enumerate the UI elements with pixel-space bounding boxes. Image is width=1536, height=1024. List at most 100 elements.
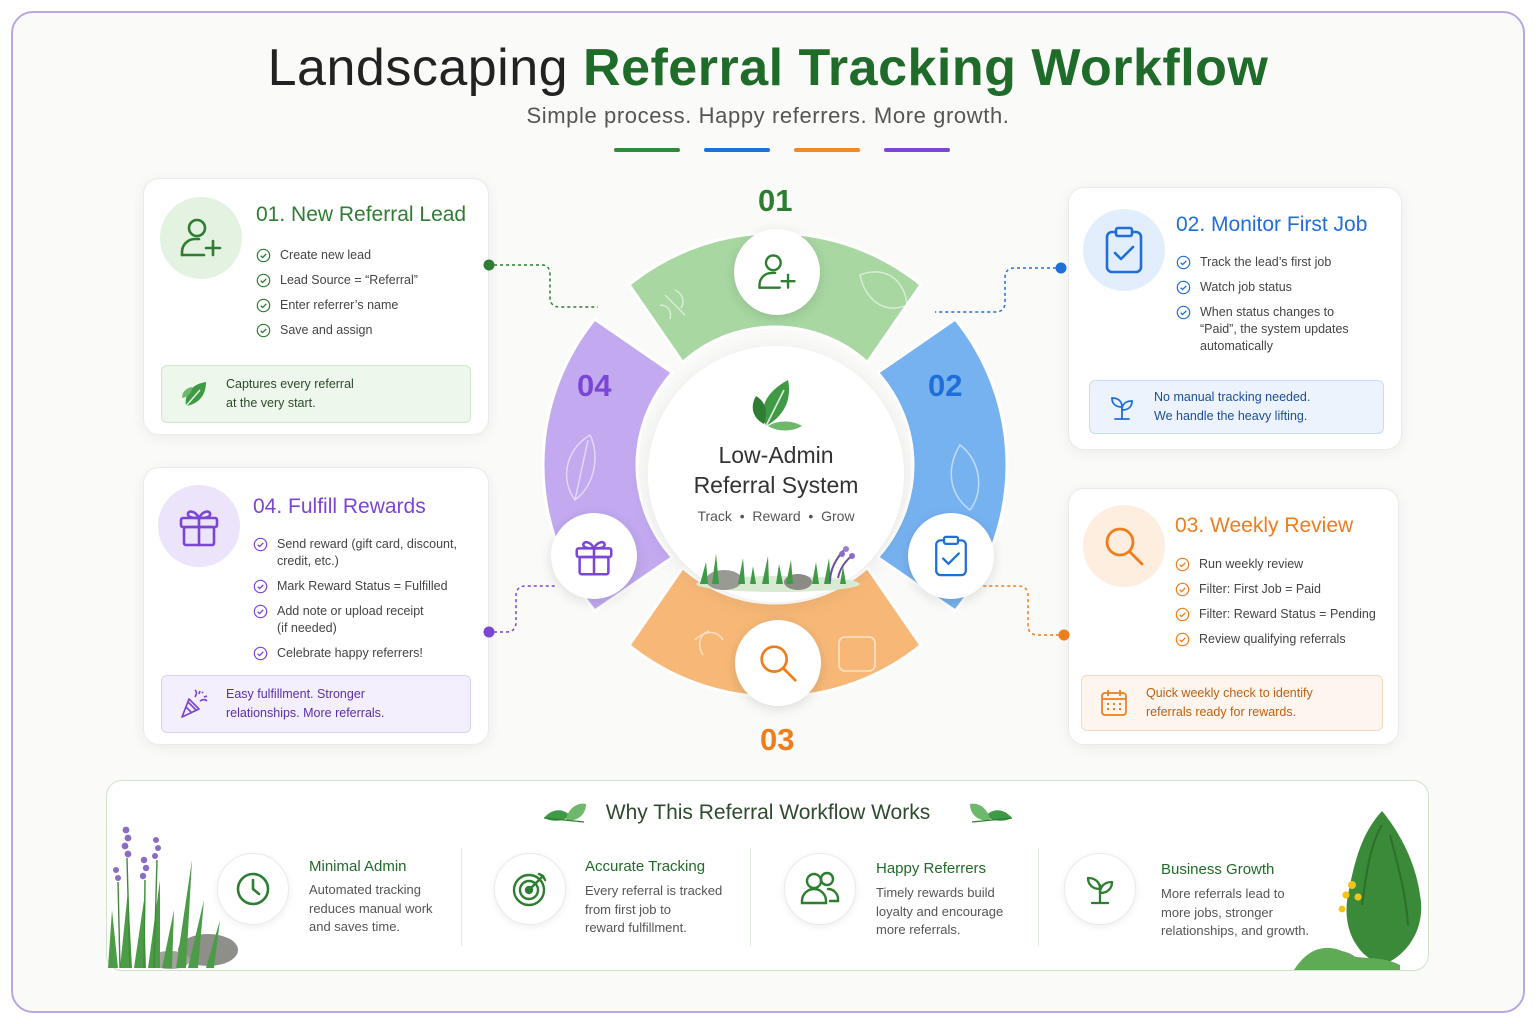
list-item: Run weekly review <box>1175 556 1376 573</box>
check-circle-icon <box>1175 557 1190 572</box>
step-number-03: 03 <box>760 722 795 757</box>
step3-title: 03. Weekly Review <box>1175 514 1354 537</box>
step2-note: No manual tracking needed. We handle the… <box>1089 380 1384 434</box>
step4-note: Easy fulfillment. Stronger relationships… <box>161 675 471 733</box>
check-circle-icon <box>256 298 271 313</box>
step1-title: 01. New Referral Lead <box>256 203 467 226</box>
title-light-part: Landscaping <box>267 39 569 97</box>
accent-dash-green <box>614 148 680 152</box>
check-circle-icon <box>253 537 268 552</box>
center-tagline: Track • Reward • Grow <box>697 508 855 524</box>
plant-icon <box>1064 853 1136 925</box>
list-item: Celebrate happy referrers! <box>253 645 457 662</box>
list-item: Enter referrer’s name <box>256 297 418 314</box>
check-circle-icon <box>253 579 268 594</box>
clipboard-check-icon <box>1083 209 1165 291</box>
accent-dash-purple <box>884 148 950 152</box>
users-icon <box>784 853 856 925</box>
step4-note-line1: Easy fulfillment. Stronger <box>226 687 365 701</box>
target-icon <box>494 853 566 925</box>
step3-card: 03. Weekly Review Run weekly review Filt… <box>1068 488 1399 745</box>
clipboard-check-icon <box>908 513 994 599</box>
magnifier-icon <box>735 620 821 706</box>
list-item: Add note or upload receipt(if needed) <box>253 603 457 637</box>
leaf-icon <box>182 382 206 407</box>
step2-note-line2: We handle the heavy lifting. <box>1154 409 1308 423</box>
check-circle-icon <box>253 646 268 661</box>
check-circle-icon <box>1175 607 1190 622</box>
center-title: Low-Admin Referral System <box>693 442 859 498</box>
list-item: Review qualifying referrals <box>1175 631 1376 648</box>
check-circle-icon <box>1176 305 1191 320</box>
step1-checklist: Create new lead Lead Source = “Referral”… <box>256 247 418 347</box>
step4-note-line2: relationships. More referrals. <box>226 706 385 720</box>
step-number-02: 02 <box>928 368 963 403</box>
divider <box>1038 848 1039 946</box>
step4-checklist: Send reward (gift card, discount,credit,… <box>253 536 457 670</box>
list-item: Create new lead <box>256 247 418 264</box>
sprout-icon <box>1111 397 1133 420</box>
step2-card: 02. Monitor First Job Track the lead’s f… <box>1068 187 1402 450</box>
connector-step3 <box>980 585 1070 641</box>
check-circle-icon <box>256 248 271 263</box>
leaf-sprig-left-icon <box>543 803 586 823</box>
list-item: Send reward (gift card, discount,credit,… <box>253 536 457 570</box>
connector-step2 <box>935 262 1067 313</box>
step2-note-line1: No manual tracking needed. <box>1154 390 1311 404</box>
step3-note: Quick weekly check to identify referrals… <box>1081 675 1383 731</box>
list-item: Lead Source = “Referral” <box>256 272 418 289</box>
connector-step1 <box>483 259 598 308</box>
benefit-title-business-growth: Business Growth <box>1161 861 1275 878</box>
step2-title: 02. Monitor First Job <box>1176 213 1368 236</box>
accent-dash-blue <box>704 148 770 152</box>
step3-note-line1: Quick weekly check to identify <box>1146 686 1313 700</box>
check-circle-icon <box>253 604 268 619</box>
calendar-icon <box>1101 690 1127 716</box>
check-circle-icon <box>1176 255 1191 270</box>
check-circle-icon <box>256 323 271 338</box>
user-plus-icon <box>160 197 242 279</box>
step4-title: 04. Fulfill Rewards <box>253 495 426 518</box>
lavender-plant-illustration <box>108 826 238 969</box>
divider <box>750 848 751 946</box>
list-item: Watch job status <box>1176 279 1349 296</box>
step-number-04: 04 <box>577 368 612 403</box>
benefits-title: Why This Referral Workflow Works <box>605 801 931 824</box>
gift-icon <box>551 513 637 599</box>
divider <box>461 848 462 946</box>
page-subtitle: Simple process. Happy referrers. More gr… <box>526 103 1010 128</box>
step3-note-line2: referrals ready for rewards. <box>1146 705 1297 719</box>
magnifier-icon <box>1083 505 1165 587</box>
step1-note-line1: Captures every referral <box>226 377 354 391</box>
clock-icon <box>217 853 289 925</box>
check-circle-icon <box>1175 582 1190 597</box>
benefit-title-accurate-tracking: Accurate Tracking <box>585 858 706 875</box>
benefit-title-happy-referrers: Happy Referrers <box>876 860 987 877</box>
list-item: When status changes to“Paid”, the system… <box>1176 304 1349 355</box>
leaf-sprig-right-icon <box>970 803 1013 823</box>
party-popper-icon <box>181 689 208 718</box>
connector-step4 <box>483 585 555 638</box>
user-plus-icon <box>734 229 820 315</box>
step2-checklist: Track the lead’s first job Watch job sta… <box>1176 254 1349 363</box>
list-item: Filter: First Job = Paid <box>1175 581 1376 598</box>
step-number-01: 01 <box>758 183 793 218</box>
list-item: Mark Reward Status = Fulfilled <box>253 578 457 595</box>
page-title: Landscaping Referral Tracking Workflow <box>0 38 1536 98</box>
benefit-title-minimal-admin: Minimal Admin <box>309 858 407 875</box>
step1-note-line2: at the very start. <box>226 396 316 410</box>
list-item: Save and assign <box>256 322 418 339</box>
list-item: Track the lead’s first job <box>1176 254 1349 271</box>
accent-dash-orange <box>794 148 860 152</box>
step1-note: Captures every referral at the very star… <box>161 365 471 423</box>
shrub-tree-illustration <box>1294 811 1422 970</box>
check-circle-icon <box>1175 632 1190 647</box>
grass-illustration <box>696 546 860 592</box>
benefits-panel <box>106 780 1429 971</box>
step3-checklist: Run weekly review Filter: First Job = Pa… <box>1175 556 1376 656</box>
step1-card: 01. New Referral Lead Create new lead Le… <box>143 178 489 435</box>
